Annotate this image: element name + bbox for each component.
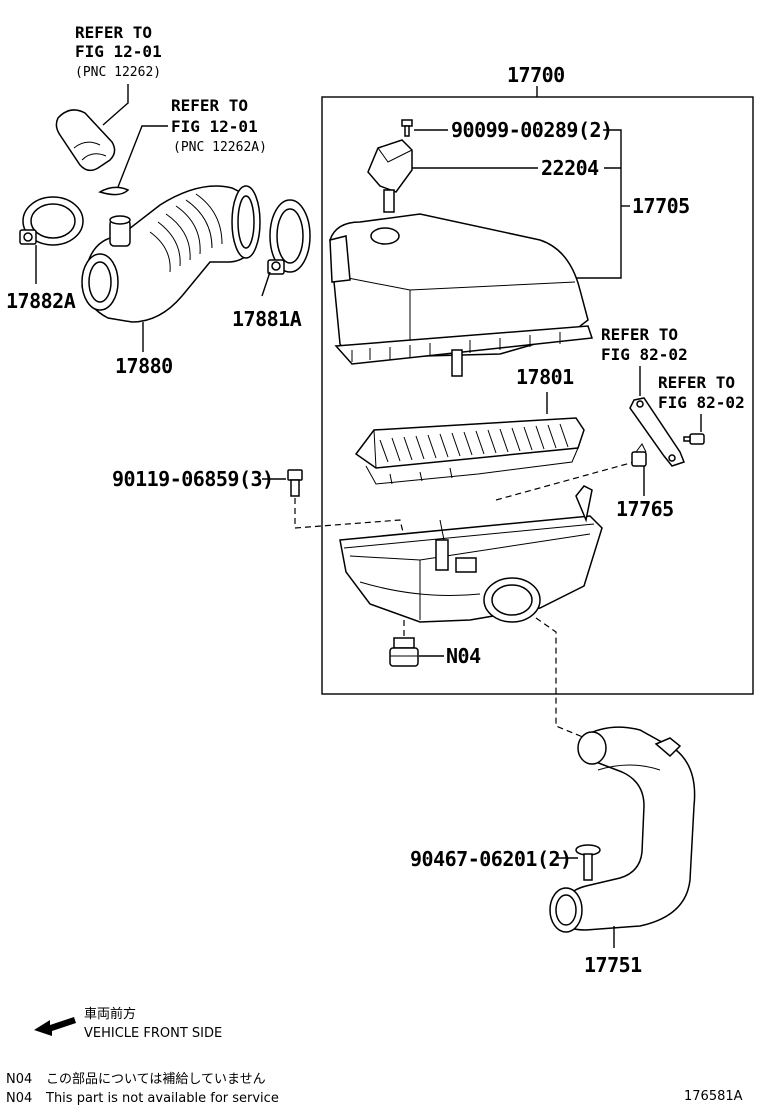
figure-id: 176581A <box>684 1089 743 1104</box>
air-flow-meter-22204[interactable] <box>367 139 413 213</box>
bolt-90467-icon[interactable] <box>575 844 601 881</box>
screw-90099-icon[interactable] <box>401 119 413 137</box>
hose-clamp-17882A[interactable] <box>19 196 84 246</box>
note-code-1: N04 <box>6 1072 32 1087</box>
reference-fig-82-02-a[interactable]: REFER TO FIG 82-02 <box>601 325 688 364</box>
note-code-2: N04 <box>6 1091 32 1106</box>
svg-text:REFER TO: REFER TO <box>171 96 248 115</box>
svg-text:(PNC 12262): (PNC 12262) <box>75 65 161 80</box>
svg-text:FIG 82-02: FIG 82-02 <box>658 393 745 412</box>
svg-text:FIG 12-01: FIG 12-01 <box>75 42 162 61</box>
label-17705[interactable]: 17705 <box>632 194 690 218</box>
grommet-N04[interactable] <box>389 637 419 667</box>
air-cleaner-cap-17705[interactable] <box>329 213 594 377</box>
reference-fig-12-01-b[interactable]: REFER TO FIG 12-01 (PNC 12262A) <box>171 96 267 155</box>
label-17801[interactable]: 17801 <box>516 365 575 389</box>
label-N04[interactable]: N04 <box>446 644 482 668</box>
direction-label-jp: 車両前方 <box>84 1006 136 1022</box>
vehicle-front-arrow-icon <box>34 1017 76 1036</box>
air-cleaner-case-lower[interactable] <box>339 485 603 623</box>
svg-text:(PNC 12262A): (PNC 12262A) <box>173 140 267 155</box>
svg-text:FIG 82-02: FIG 82-02 <box>601 345 688 364</box>
breather-hose-end <box>55 109 116 172</box>
direction-label-en: VEHICLE FRONT SIDE <box>84 1026 222 1041</box>
bracket-stay <box>629 397 685 467</box>
air-filter-element-17801[interactable] <box>354 417 585 485</box>
label-90099-00289[interactable]: 90099-00289(2) <box>451 118 613 142</box>
air-intake-hose-17880[interactable] <box>81 185 261 323</box>
note-text-2: This part is not available for service <box>45 1091 279 1106</box>
label-17700[interactable]: 17700 <box>507 63 565 87</box>
label-90119-06859[interactable]: 90119-06859(3) <box>112 467 274 491</box>
label-22204[interactable]: 22204 <box>541 156 600 180</box>
hose-clip-icon <box>98 186 130 196</box>
svg-text:FIG 12-01: FIG 12-01 <box>171 117 258 136</box>
svg-text:REFER TO: REFER TO <box>658 373 735 392</box>
svg-text:REFER TO: REFER TO <box>601 325 678 344</box>
label-17751[interactable]: 17751 <box>584 953 643 977</box>
bolt-icon <box>683 433 705 445</box>
hose-clamp-17881A[interactable] <box>267 199 311 275</box>
reference-fig-12-01-a[interactable]: REFER TO FIG 12-01 (PNC 12262) <box>75 23 162 80</box>
clip-17765-icon[interactable] <box>631 443 647 467</box>
air-cleaner-hose-17751[interactable] <box>549 726 696 933</box>
bolt-90119-icon[interactable] <box>287 469 303 497</box>
label-90467-06201[interactable]: 90467-06201(2) <box>410 847 572 871</box>
note-text-1: この部品については補給していません <box>46 1072 266 1087</box>
label-17881A[interactable]: 17881A <box>232 307 302 331</box>
label-17882A[interactable]: 17882A <box>6 289 76 313</box>
reference-fig-82-02-b[interactable]: REFER TO FIG 82-02 <box>658 373 745 412</box>
svg-text:REFER TO: REFER TO <box>75 23 152 42</box>
label-17880[interactable]: 17880 <box>115 354 173 378</box>
label-17765[interactable]: 17765 <box>616 497 674 521</box>
